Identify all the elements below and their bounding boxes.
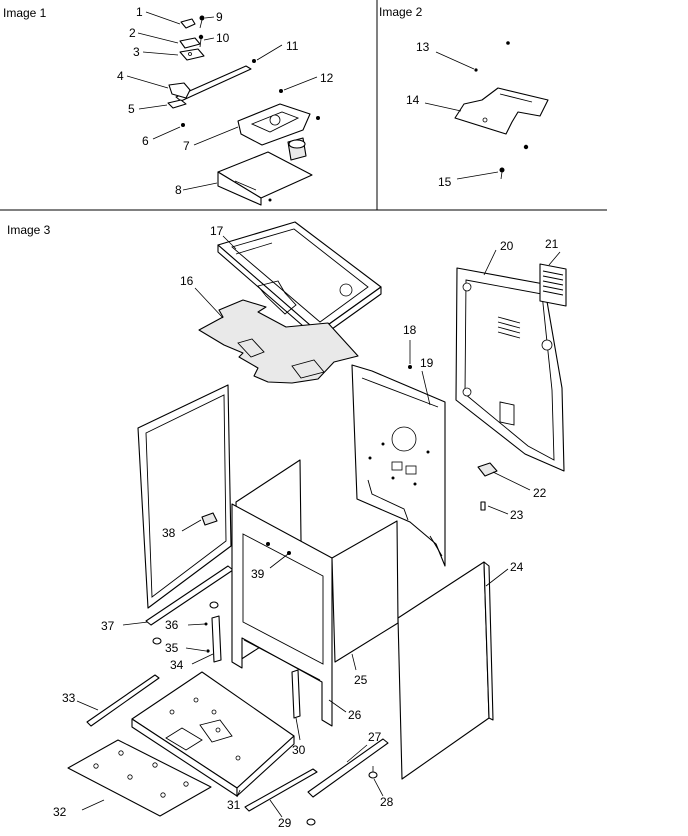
part-18-screw <box>408 365 412 369</box>
part-6-screw <box>181 123 185 127</box>
part-28-leveling-foot <box>368 766 378 779</box>
part-36-bolt <box>204 601 219 626</box>
callout-20: 20 <box>500 239 514 253</box>
callout-23: 23 <box>510 508 524 522</box>
callout-3: 3 <box>133 45 140 59</box>
callout-27: 27 <box>368 730 382 744</box>
part-13-screw <box>474 68 478 72</box>
image3-assembly: 17 16 18 19 20 21 22 23 24 25 26 27 28 2… <box>53 221 567 830</box>
callout-18: 18 <box>403 323 417 337</box>
part-3-bracket <box>179 48 205 61</box>
callout-34: 34 <box>170 658 184 672</box>
part-leveling-foot-front <box>306 818 316 826</box>
callout-7: 7 <box>183 139 190 153</box>
callout-9: 9 <box>216 10 223 24</box>
callout-4: 4 <box>117 69 124 83</box>
part-27-rail <box>307 738 389 798</box>
panel-title-image2: Image 2 <box>379 5 423 19</box>
callout-37: 37 <box>101 619 115 633</box>
part-7-lock-mechanism <box>237 103 320 161</box>
image1-assembly: 1 2 3 4 5 6 7 8 9 10 11 12 <box>117 5 334 206</box>
part-30-bracket <box>291 669 301 719</box>
part-25-side-panel <box>331 520 399 663</box>
callout-26: 26 <box>348 708 362 722</box>
callout-5: 5 <box>128 102 135 116</box>
callout-11: 11 <box>286 39 299 53</box>
part-33-rail <box>86 674 160 727</box>
callout-15: 15 <box>438 175 452 189</box>
callout-24: 24 <box>510 560 524 574</box>
part-8-mounting-plate <box>217 151 313 206</box>
callout-30: 30 <box>292 743 306 757</box>
part-leveling-foot-left <box>152 637 162 645</box>
callout-19: 19 <box>420 356 434 370</box>
panel-title-image3: Image 3 <box>7 223 51 237</box>
part-38-clip <box>201 512 218 526</box>
part-19-back-panel <box>351 364 446 567</box>
part-10-screw <box>198 34 204 48</box>
callout-12: 12 <box>320 71 334 85</box>
image2-assembly: 13 14 15 <box>406 40 549 189</box>
part-29-rail <box>244 768 318 812</box>
callout-8: 8 <box>175 183 182 197</box>
part-12-screw <box>279 89 283 93</box>
callout-10: 10 <box>216 31 230 45</box>
part-14-screw <box>523 144 529 150</box>
part-35-screw <box>206 649 210 653</box>
callout-38: 38 <box>162 526 176 540</box>
leader-15 <box>456 171 499 180</box>
callout-6: 6 <box>142 134 149 148</box>
part-26-front-frame <box>231 503 333 727</box>
part-2-plate <box>179 37 201 49</box>
panel-title-image1: Image 1 <box>3 6 47 20</box>
part-24-side-panel <box>397 561 494 780</box>
part-32-bottom-plate <box>67 739 212 817</box>
part-4-actuator <box>168 82 191 99</box>
part-15-screw <box>499 167 505 180</box>
leader-13 <box>435 51 475 70</box>
part-31-bottom-tray <box>131 671 295 797</box>
leader-14 <box>424 102 462 112</box>
callout-16: 16 <box>180 274 194 288</box>
callout-32: 32 <box>53 805 67 819</box>
callout-21: 21 <box>545 237 559 251</box>
callout-35: 35 <box>165 641 179 655</box>
callout-39: 39 <box>251 567 265 581</box>
part-21-vent <box>539 263 567 307</box>
callout-22: 22 <box>533 486 547 500</box>
part-34-bracket <box>211 615 222 663</box>
part-14-shield-plate <box>454 87 549 135</box>
callout-29: 29 <box>278 816 292 830</box>
part-5-link <box>167 99 187 109</box>
callout-28: 28 <box>380 795 394 809</box>
callout-14: 14 <box>406 93 420 107</box>
part-23-pin <box>480 501 486 511</box>
part-16-heat-shield <box>198 299 359 384</box>
callout-25: 25 <box>354 673 368 687</box>
callout-17: 17 <box>210 224 224 238</box>
image1-leaders <box>126 11 318 191</box>
callout-31: 31 <box>227 798 241 812</box>
part-22-clip <box>477 462 498 477</box>
callout-1: 1 <box>136 5 143 19</box>
callout-33: 33 <box>62 691 76 705</box>
callout-13: 13 <box>416 40 430 54</box>
part-13-screw-upper <box>506 41 510 45</box>
part-9-screw <box>199 15 205 29</box>
callout-2: 2 <box>129 26 136 40</box>
part-1-bracket <box>180 18 196 29</box>
callout-36: 36 <box>165 618 179 632</box>
image3-leaders <box>76 235 561 818</box>
part-11-rail <box>175 59 256 102</box>
part-side-panel-left <box>137 384 232 609</box>
